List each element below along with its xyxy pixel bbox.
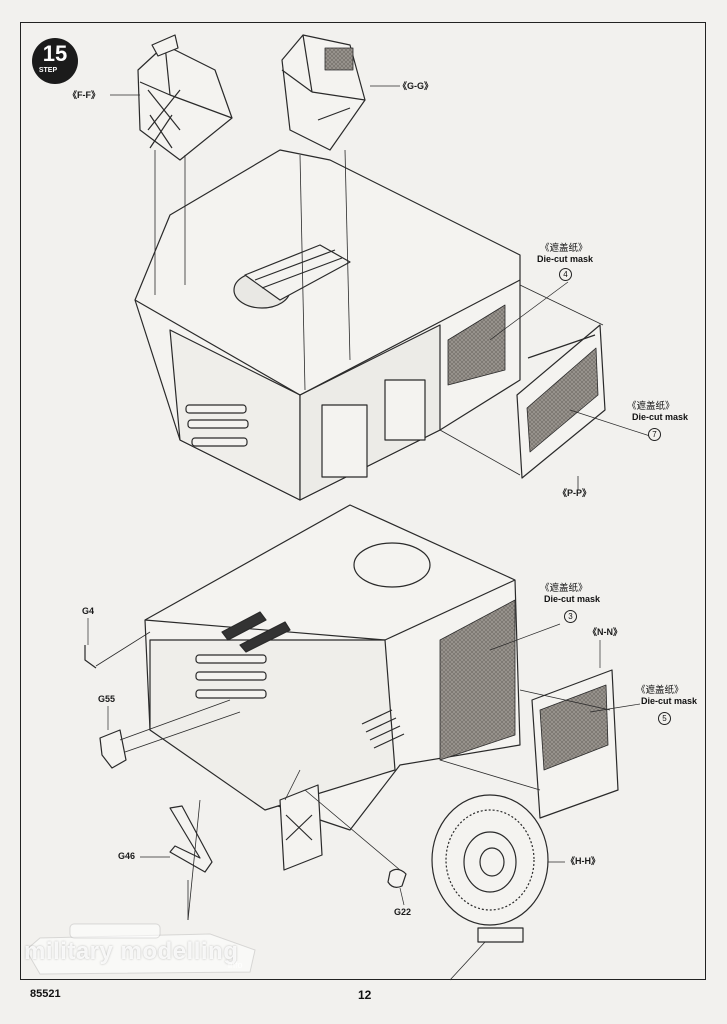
step-number: 15 <box>42 41 68 66</box>
spare-wheel-icon <box>431 794 549 943</box>
label-ff: 《F-F》 <box>68 90 100 100</box>
mask-en-label: Die-cut mask <box>537 254 594 264</box>
label-nn: 《N-N》 <box>588 627 622 637</box>
mask-en-label: Die-cut mask <box>641 696 698 706</box>
label-g46: G46 <box>118 851 136 861</box>
mask-en-label: Die-cut mask <box>544 594 601 604</box>
door-pp-drawing <box>516 324 606 479</box>
page-number: 12 <box>358 988 372 1002</box>
mask-number: 5 <box>658 712 671 725</box>
mask-number: 4 <box>559 268 572 281</box>
door-nn-drawing <box>531 669 619 819</box>
kit-number: 85521 <box>30 988 61 1000</box>
tank-silhouette-icon <box>25 923 256 975</box>
mask-en-label: Die-cut mask <box>632 412 689 422</box>
mask-cn-label: 《遮盖纸》 <box>636 685 684 696</box>
label-g55: G55 <box>98 694 116 704</box>
mask-cn-label: 《遮盖纸》 <box>540 583 588 594</box>
page-border <box>20 22 706 980</box>
mask-number: 7 <box>648 428 661 441</box>
rear-hull-drawing <box>134 34 606 501</box>
step-word: STEP <box>38 67 58 74</box>
watermark-sub: info <box>228 960 243 970</box>
part-ff-drawing <box>137 34 233 161</box>
label-g22: G22 <box>394 907 412 917</box>
label-hh: 《H-H》 <box>566 856 600 866</box>
label-gg: 《G-G》 <box>398 81 433 91</box>
cab-drawing <box>84 504 619 981</box>
watermark-text: military modelling <box>24 938 239 965</box>
label-pp: 《P-P》 <box>558 488 592 498</box>
mask-number: 3 <box>564 610 577 623</box>
mask-cn-label: 《遮盖纸》 <box>540 243 588 254</box>
mask-cn-label: 《遮盖纸》 <box>627 401 675 412</box>
part-gg-drawing <box>281 34 366 151</box>
label-g4: G4 <box>82 606 95 616</box>
step-badge-icon: 15 STEP <box>32 38 78 84</box>
